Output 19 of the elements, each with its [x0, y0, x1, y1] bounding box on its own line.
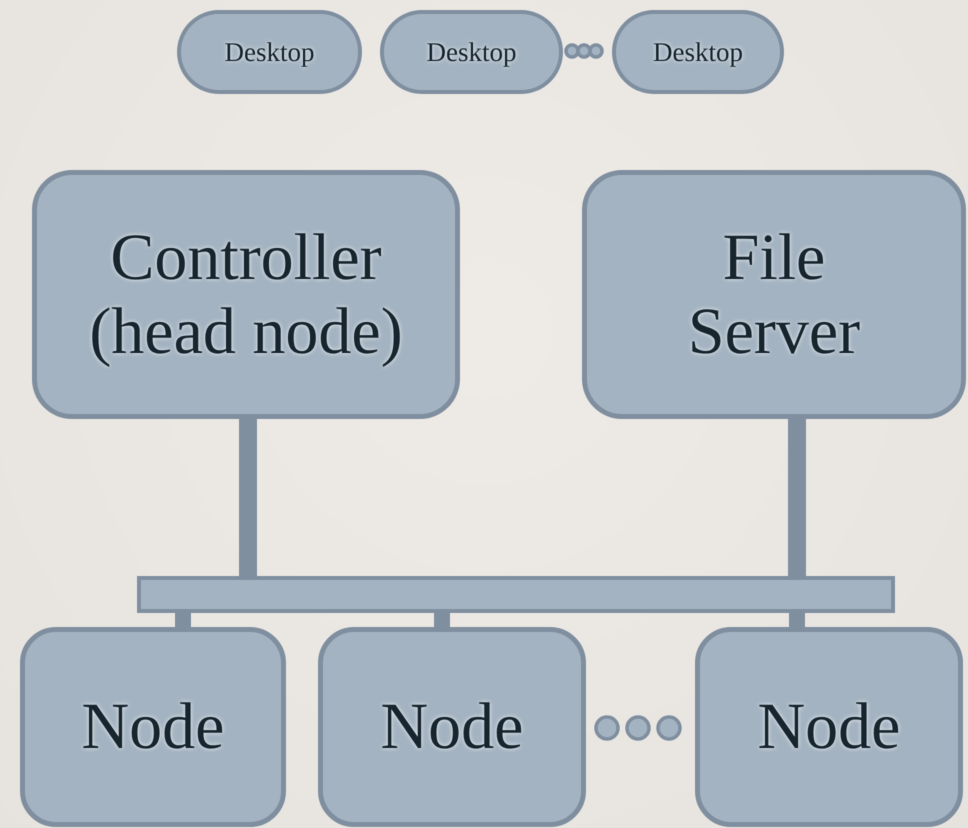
connector — [789, 613, 805, 627]
rounded-box — [582, 170, 966, 419]
node-label: Controller (head node) — [88, 220, 404, 368]
connector — [239, 419, 257, 576]
rounded-box — [695, 627, 963, 827]
node-label: Desktop — [652, 36, 744, 68]
node-label: Desktop — [224, 36, 316, 68]
rounded-box — [318, 627, 586, 827]
node-label: Node — [756, 690, 902, 764]
rounded-box — [20, 627, 286, 827]
connector — [434, 613, 450, 627]
node-label: Node — [380, 690, 524, 764]
node-label: Desktop — [426, 36, 518, 68]
node-label: File Server — [686, 220, 862, 368]
bus-bar — [137, 576, 895, 613]
rounded-box — [32, 170, 460, 419]
connector — [175, 613, 191, 627]
connector — [788, 419, 806, 576]
node-label: Node — [80, 690, 226, 764]
